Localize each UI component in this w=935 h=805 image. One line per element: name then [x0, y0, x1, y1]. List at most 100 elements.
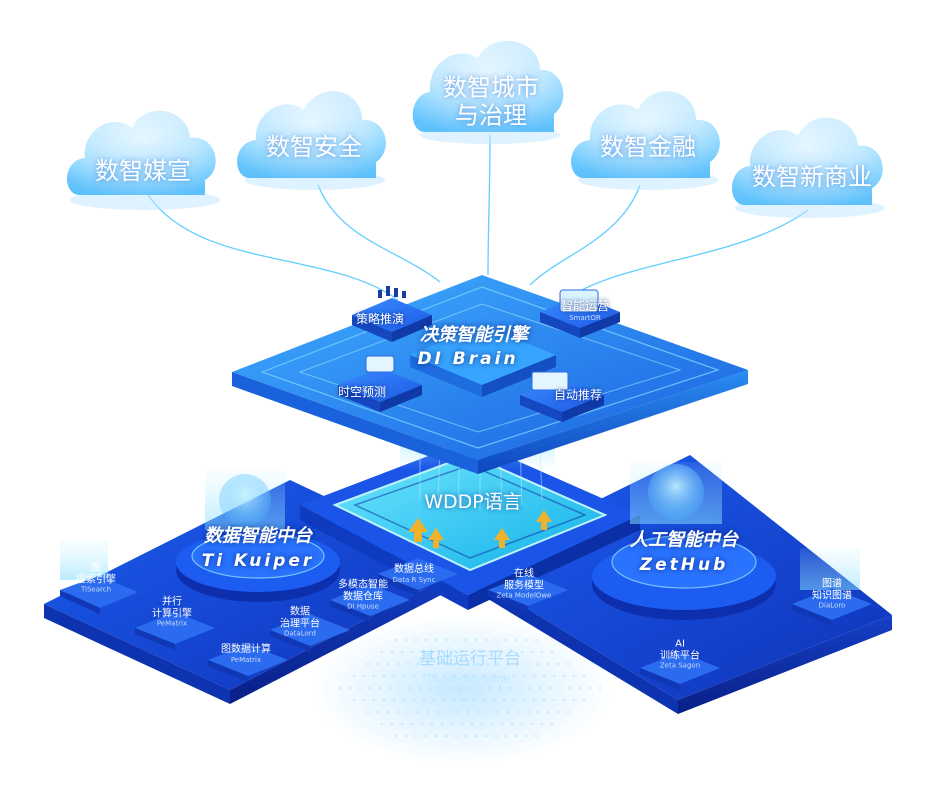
base-dot	[492, 698, 496, 702]
module-label-model-service: 在线 服务模型 Zeta ModelOwe	[497, 568, 552, 599]
base-dot	[502, 674, 506, 678]
module-block-spacetime	[338, 355, 422, 412]
base-dot	[496, 710, 500, 714]
cloud-connection-lines	[147, 134, 809, 301]
base-dot	[482, 698, 486, 702]
module-label-parallel: 并行 计算引擎 PeMatrix	[152, 596, 192, 627]
base-dot	[362, 674, 366, 678]
base-dot	[358, 686, 362, 690]
base-dot	[510, 650, 514, 654]
base-dot	[502, 698, 506, 702]
base-dot	[552, 698, 556, 702]
base-dot	[546, 710, 550, 714]
connection-line-media	[147, 194, 399, 301]
base-dot	[440, 722, 444, 726]
base-dot	[480, 722, 484, 726]
base-dot	[402, 698, 406, 702]
base-dot	[482, 674, 486, 678]
base-dot	[508, 686, 512, 690]
base-dot	[396, 662, 400, 666]
base-dot	[430, 650, 434, 654]
base-dot	[368, 686, 372, 690]
base-dot	[442, 674, 446, 678]
module-label-multimodal-en: DI Hpuse	[347, 602, 379, 611]
base-dot	[558, 686, 562, 690]
base-dot	[420, 650, 424, 654]
cloud-label-commerce: 数智新商业	[752, 163, 872, 192]
base-dot	[480, 650, 484, 654]
module-label-governance-line2: 治理平台	[280, 617, 320, 629]
cloud-commerce	[732, 117, 885, 218]
module-label-model-service-en: Zeta ModelOwe	[496, 591, 552, 600]
base-dot	[530, 650, 534, 654]
base-dot	[496, 662, 500, 666]
module-label-strategy: 策略推演	[355, 312, 405, 327]
connection-line-city	[487, 134, 491, 276]
base-dot	[416, 662, 420, 666]
base-dot	[404, 638, 408, 642]
base-dot	[372, 674, 376, 678]
base-dot	[540, 650, 544, 654]
base-dot	[394, 638, 398, 642]
base-dot	[548, 686, 552, 690]
base-dot	[352, 674, 356, 678]
module-tile-search	[60, 540, 138, 614]
base-dot	[504, 638, 508, 642]
base-dot	[550, 650, 554, 654]
data-platform-subtitle: Ti Kuiper	[201, 551, 315, 572]
connection-line-finance	[529, 184, 641, 286]
cloud-label-city-line2: 与治理	[455, 101, 527, 129]
base-dot	[572, 674, 576, 678]
base-dot	[348, 686, 352, 690]
base-dot	[422, 674, 426, 678]
base-dot	[532, 674, 536, 678]
base-dot	[446, 662, 450, 666]
base-dot	[492, 674, 496, 678]
base-dot	[400, 722, 404, 726]
module-tile-governance	[270, 614, 350, 652]
base-dot	[460, 722, 464, 726]
base-dot	[382, 674, 386, 678]
base-dot	[522, 698, 526, 702]
base-dot	[472, 698, 476, 702]
base-dot	[474, 638, 478, 642]
ai-platform-title: 人工智能中台	[630, 529, 738, 551]
module-block-recommend	[520, 371, 604, 422]
cloud-media	[67, 110, 220, 210]
base-dot	[434, 734, 438, 738]
data-platform-modules	[60, 540, 458, 682]
base-dot	[380, 722, 384, 726]
base-dot	[520, 650, 524, 654]
base-dot	[506, 710, 510, 714]
base-dot	[542, 674, 546, 678]
base-dot	[546, 662, 550, 666]
base-dot	[526, 710, 530, 714]
base-dot	[588, 686, 592, 690]
base-dot	[400, 650, 404, 654]
base-platform-subtitle: TiLake Runtime	[425, 672, 511, 686]
cloud-label-finance: 数智金融	[600, 133, 696, 162]
base-dot	[566, 662, 570, 666]
base-dot	[412, 674, 416, 678]
base-dot	[562, 698, 566, 702]
base-dot	[532, 698, 536, 702]
module-label-search: 图 搜索引擎 TiSearch	[76, 562, 116, 593]
base-dot	[450, 722, 454, 726]
base-dot	[462, 674, 466, 678]
module-tile-training	[640, 652, 720, 690]
arrow-icon	[494, 528, 510, 548]
arrow-icon	[428, 528, 444, 548]
wddp-language-label: WDDP语言	[424, 491, 522, 514]
base-dot	[582, 698, 586, 702]
module-label-ops-en: SmartOR	[569, 313, 601, 322]
base-dot	[454, 638, 458, 642]
base-dot	[392, 674, 396, 678]
module-label-search-line1: 图	[91, 562, 101, 574]
module-label-model-service-line1: 在线	[513, 568, 534, 580]
base-dot	[416, 710, 420, 714]
cloud-label-media: 数智媒宣	[95, 157, 191, 186]
module-tile-parallel	[135, 612, 215, 650]
module-label-multimodal: 多模态智能 数据仓库 DI Hpuse	[338, 579, 388, 610]
base-dot	[498, 686, 502, 690]
module-label-graph-en: PeMatrix	[230, 655, 262, 664]
